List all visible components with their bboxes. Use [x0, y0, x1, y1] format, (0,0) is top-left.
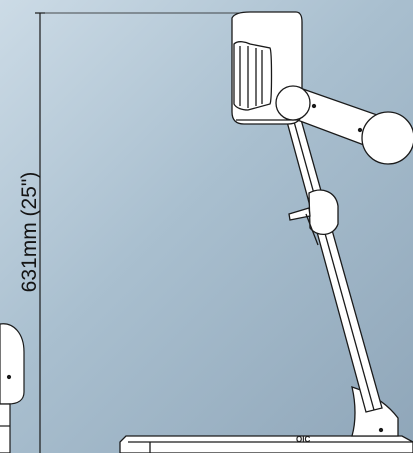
- base-logo: OIC: [296, 435, 310, 444]
- pole-clamp: [288, 189, 339, 246]
- support-pole: [285, 115, 383, 413]
- head-joint-knob: [275, 85, 311, 121]
- arm-end-knob: [361, 111, 413, 165]
- device-base: OIC: [119, 435, 413, 453]
- partial-device-left: [0, 323, 25, 453]
- height-dimension-label: 631mm (25"): [18, 172, 41, 293]
